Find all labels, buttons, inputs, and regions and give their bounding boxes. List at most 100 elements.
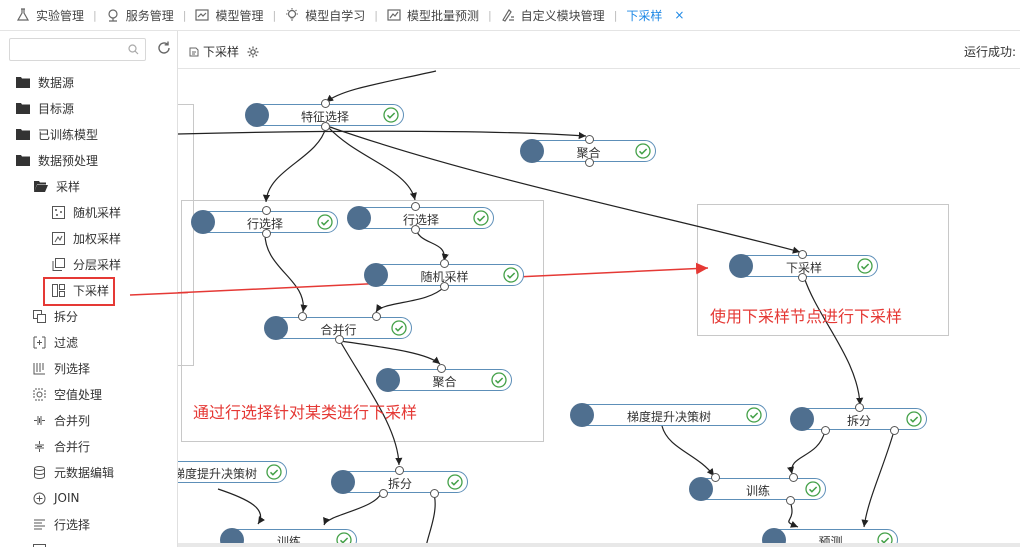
input-port-left[interactable] [298, 312, 307, 321]
downsample-icon [729, 254, 753, 278]
tree-label: 加权采样 [73, 231, 122, 246]
input-port[interactable] [585, 135, 594, 144]
output-port[interactable] [798, 273, 807, 282]
node-train-1[interactable]: 训练 [689, 473, 826, 505]
tree-item-downsample[interactable]: 下采样 [0, 277, 177, 303]
output-port[interactable] [585, 158, 594, 167]
input-port-right[interactable] [789, 473, 798, 482]
input-port-right[interactable] [372, 312, 381, 321]
node-feature-select[interactable]: 特征选择 [245, 99, 404, 131]
input-port[interactable] [855, 403, 864, 412]
null-handle-icon [33, 388, 46, 400]
tree-label: 合并行 [54, 439, 91, 454]
search-icon[interactable] [128, 44, 139, 55]
tree-item-merge-row[interactable]: 合并行 [0, 433, 177, 459]
node-row-select-2[interactable]: 行选择 [347, 202, 494, 234]
input-port[interactable] [395, 466, 404, 475]
tree-label: 列选择 [54, 361, 91, 376]
refresh-icon[interactable] [156, 40, 172, 56]
tab-separator: | [613, 8, 618, 22]
tree-item-random-sample[interactable]: 随机采样 [0, 199, 177, 225]
gear-icon[interactable] [247, 46, 259, 58]
output-port[interactable] [440, 282, 449, 291]
tab-model-management[interactable]: 模型管理 | [195, 0, 285, 31]
close-icon[interactable]: × [674, 8, 685, 22]
node-random-sample[interactable]: 随机采样 [364, 259, 524, 291]
output-port-right[interactable] [430, 489, 439, 498]
row-select-icon [34, 519, 45, 529]
split-icon [331, 470, 355, 494]
tree-folder-preprocessing[interactable]: 数据预处理 [0, 147, 177, 173]
edge [339, 340, 441, 365]
node-split-2[interactable]: 拆分 [331, 466, 468, 498]
node-gbdt-1[interactable]: 梯度提升决策树 [570, 403, 767, 427]
input-port[interactable] [411, 202, 420, 211]
node-label: 拆分 [846, 414, 871, 428]
node-merge-row[interactable]: 合并行 [264, 312, 412, 344]
annotation-left: 通过行选择针对某类进行下采样 [193, 403, 418, 422]
tab-model-self-learning[interactable]: 模型自学习 | [285, 0, 387, 31]
node-row-select-1[interactable]: 行选择 [191, 206, 338, 238]
input-port[interactable] [437, 364, 446, 373]
node-label: 下采样 [785, 261, 822, 275]
success-check-icon [383, 107, 399, 123]
output-port-left[interactable] [379, 489, 388, 498]
tree-item-stratified-sample[interactable]: 分层采样 [0, 251, 177, 277]
tree-folder-target-source[interactable]: 目标源 [0, 95, 177, 121]
input-port[interactable] [798, 250, 807, 259]
tree-item-join[interactable]: JOIN [0, 485, 177, 511]
bulb-icon [286, 8, 299, 21]
tree-item-merge-column[interactable]: 合并列 [0, 407, 177, 433]
tree-item-weighted-sample[interactable]: 加权采样 [0, 225, 177, 251]
tab-custom-module-management[interactable]: 自定义模块管理 | [501, 0, 627, 31]
tree-label: 行选择 [54, 517, 91, 532]
success-check-icon [746, 407, 762, 423]
output-port[interactable] [262, 229, 271, 238]
success-check-icon [877, 532, 893, 547]
tab-model-batch-predict[interactable]: 模型批量预测 | [387, 0, 501, 31]
node-label: 训练 [745, 484, 770, 498]
search-input[interactable] [10, 39, 120, 60]
tab-label: 模型管理 [215, 8, 264, 23]
success-check-icon [635, 143, 651, 159]
success-check-icon [473, 210, 489, 226]
tree-item-more[interactable] [0, 537, 177, 547]
tab-experiment-management[interactable]: 实验管理 | [16, 0, 106, 31]
output-port-left[interactable] [821, 426, 830, 435]
output-port[interactable] [411, 225, 420, 234]
node-split-1[interactable]: 拆分 [790, 403, 927, 435]
split-icon [790, 407, 814, 431]
tree-item-split[interactable]: 拆分 [0, 303, 177, 329]
node-aggregate-2[interactable]: 聚合 [376, 364, 512, 392]
tree-item-row-select[interactable]: 行选择 [0, 511, 177, 537]
node-downsample[interactable]: 下采样 [729, 250, 878, 282]
tree-item-metadata-edit[interactable]: 元数据编辑 [0, 459, 177, 485]
tree-folder-trained-models[interactable]: 已训练模型 [0, 121, 177, 147]
node-gbdt-2[interactable]: 梯度提升决策树 [178, 461, 287, 483]
tree-folder-data-source[interactable]: 数据源 [0, 69, 177, 95]
input-port-left[interactable] [711, 473, 720, 482]
edge [323, 490, 383, 526]
tree-folder-sampling[interactable]: 采样 [0, 173, 177, 199]
input-port[interactable] [321, 99, 330, 108]
edge [661, 425, 715, 477]
output-port[interactable] [335, 335, 344, 344]
tree-label: 拆分 [54, 309, 79, 324]
column-select-icon [33, 362, 45, 374]
tree-item-filter[interactable]: 过滤 [0, 329, 177, 355]
input-port[interactable] [440, 259, 449, 268]
workflow-canvas[interactable]: 特征选择 聚合 行选择 行选择 随机采样 合并行 [178, 69, 1020, 547]
more-icon [33, 543, 46, 547]
input-port[interactable] [262, 206, 271, 215]
horizontal-scrollbar[interactable] [178, 543, 1020, 547]
tab-service-management[interactable]: 服务管理 | [106, 0, 196, 31]
tree-item-null-handling[interactable]: 空值处理 [0, 381, 177, 407]
output-port[interactable] [786, 496, 795, 505]
annotation-right: 使用下采样节点进行下采样 [710, 307, 903, 326]
tab-downsample[interactable]: 下采样 × [626, 0, 684, 31]
node-aggregate-1[interactable]: 聚合 [520, 135, 656, 167]
output-port[interactable] [321, 122, 330, 131]
success-check-icon [857, 258, 873, 274]
output-port-right[interactable] [890, 426, 899, 435]
tree-item-column-select[interactable]: 列选择 [0, 355, 177, 381]
